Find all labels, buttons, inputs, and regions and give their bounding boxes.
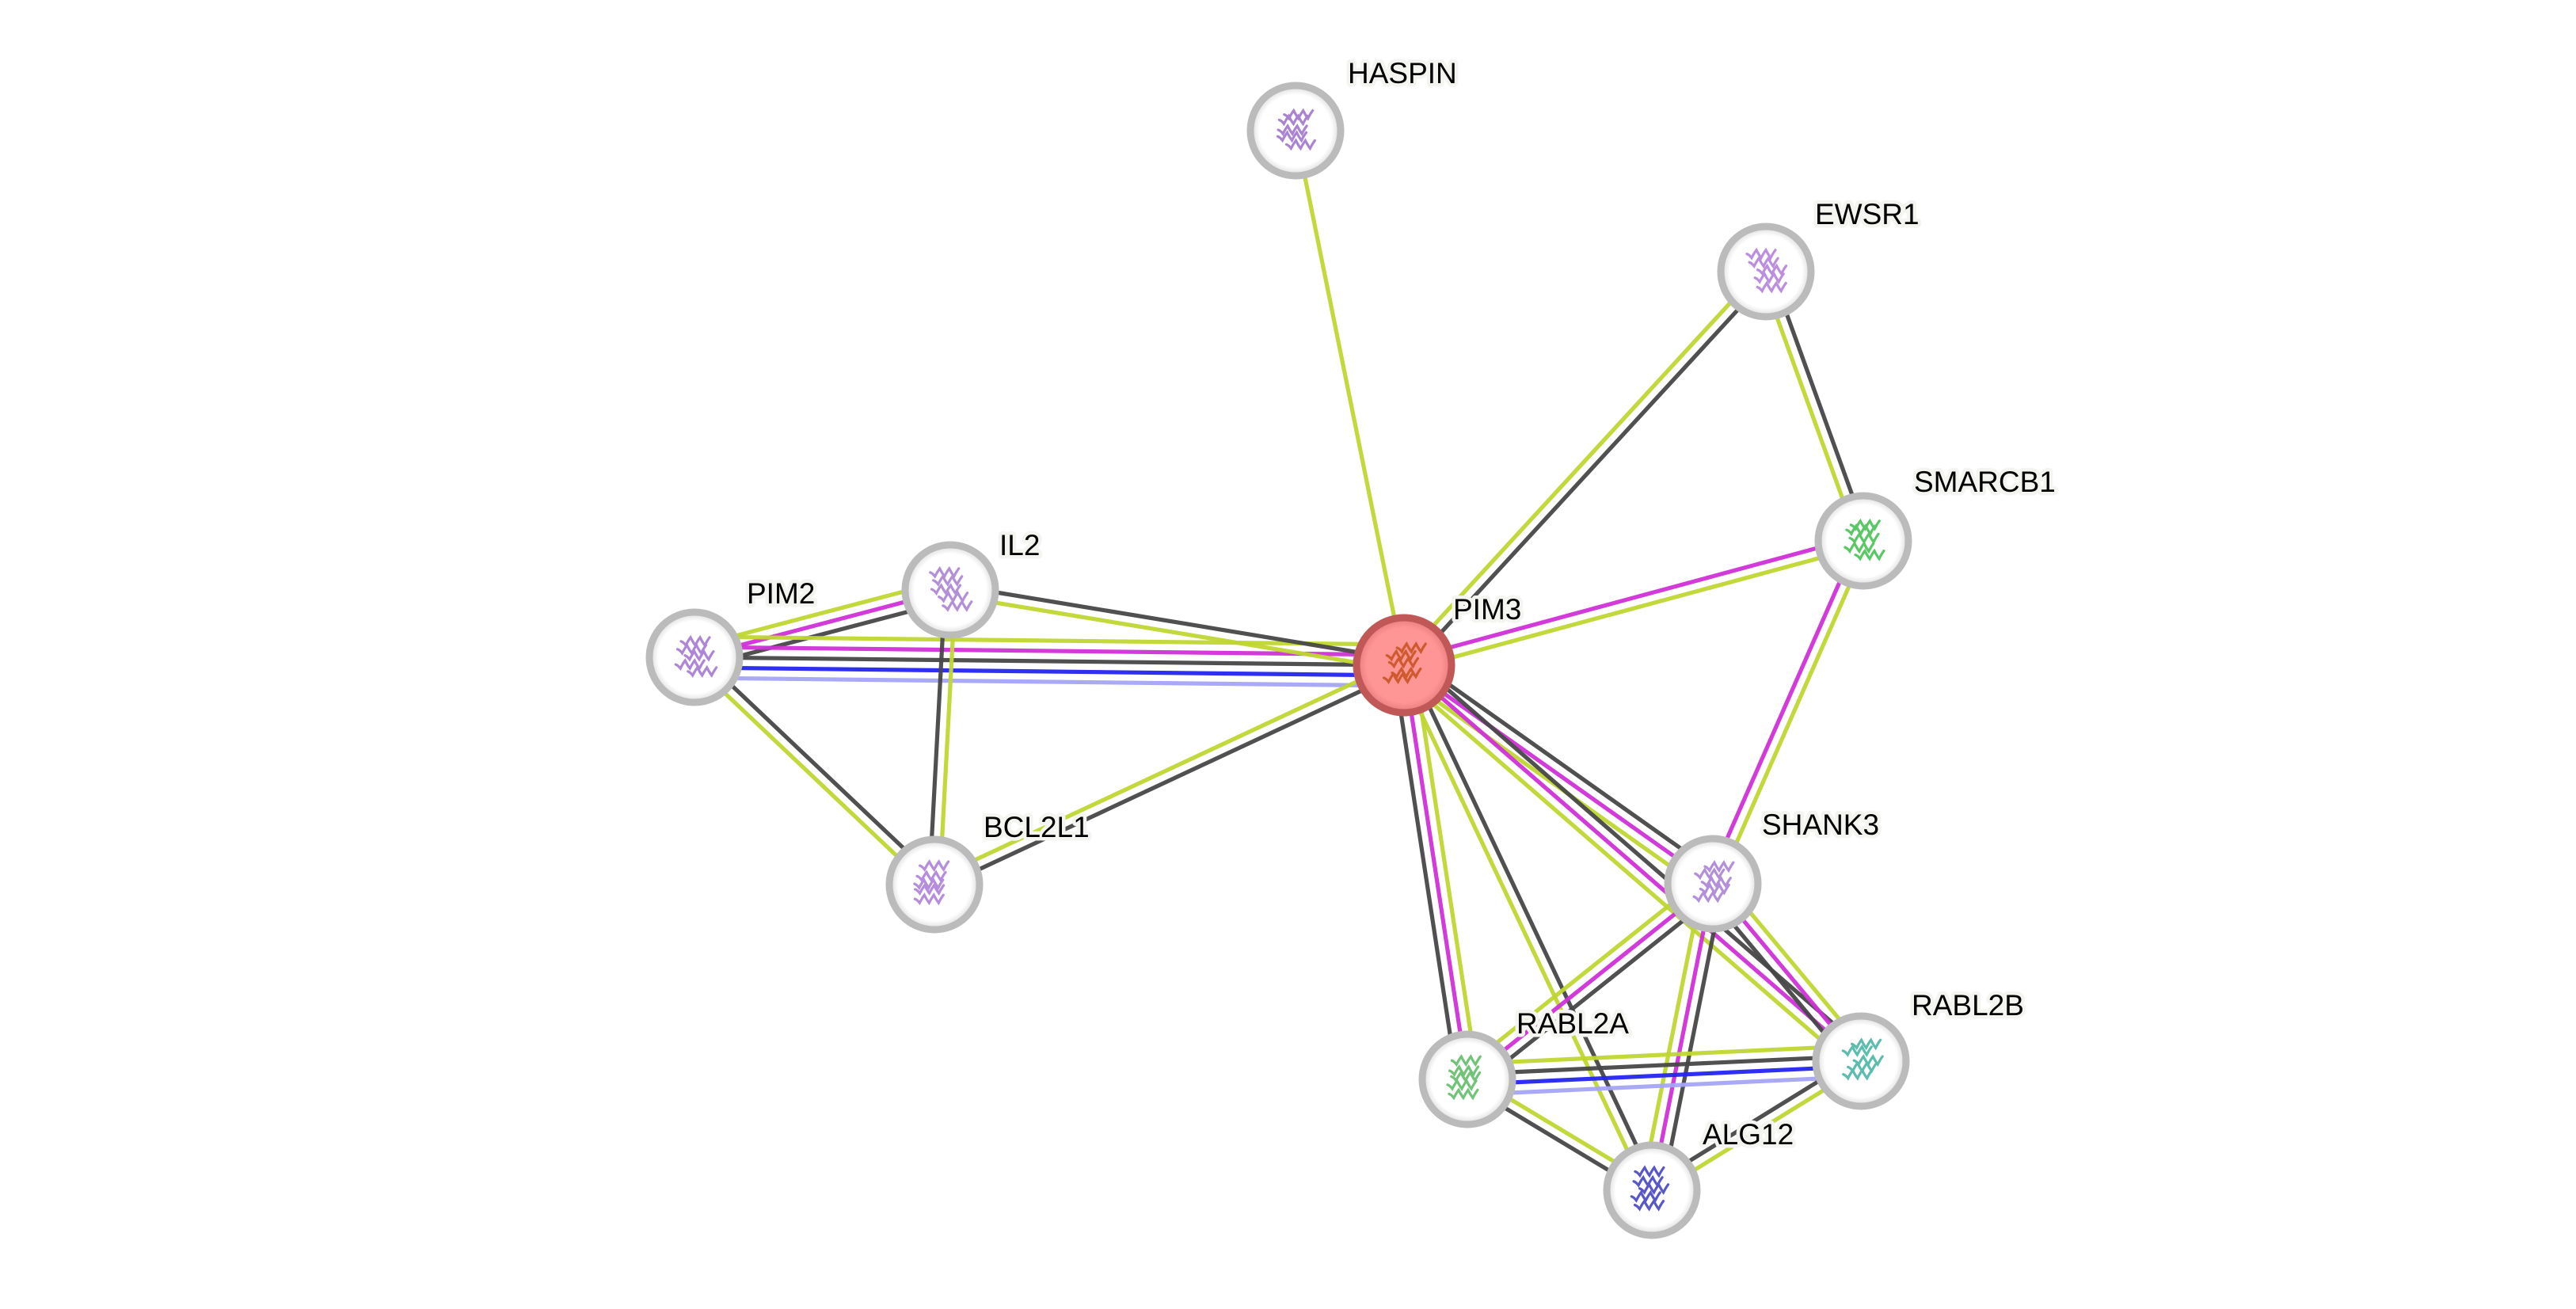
edge-pim3-rabl2a[interactable]	[1391, 663, 1480, 1082]
node-label: EWSR1	[1815, 198, 1920, 230]
protein-structure-icon	[1745, 247, 1788, 294]
evidence-line-experiments	[1402, 664, 1470, 1080]
evidence-line-textmining	[1412, 663, 1480, 1079]
node-label: IL2	[999, 529, 1040, 561]
protein-structure-icon	[1844, 518, 1885, 561]
node-circle[interactable]	[1717, 223, 1815, 321]
node-label: SHANK3	[1762, 809, 1879, 841]
node-circle[interactable]	[645, 608, 744, 706]
node-circle[interactable]	[1664, 835, 1762, 933]
node-circle[interactable]	[901, 541, 999, 639]
edge-il2-bcl2l1[interactable]	[927, 589, 958, 885]
evidence-line-database	[694, 665, 1404, 678]
evidence-line-textmining	[1405, 543, 1866, 672]
evidence-line-textmining	[694, 634, 1405, 647]
node-smarcb1[interactable]: SMARCB1	[1814, 462, 2059, 590]
evidence-line-textmining	[1715, 542, 1870, 887]
node-alg12[interactable]: ALG12	[1603, 1115, 1798, 1239]
evidence-line-textmining	[1398, 266, 1764, 664]
evidence-line-coexpression	[935, 668, 1407, 892]
node-pim3[interactable]: PIM3	[1353, 590, 1525, 717]
protein-structure-icon	[1382, 641, 1427, 685]
evidence-line-textmining	[1395, 671, 1856, 1071]
protein-structure-icon	[674, 634, 718, 678]
node-label: HASPIN	[1348, 57, 1457, 89]
evidence-line-experiments	[1402, 534, 1863, 663]
evidence-line-coexpression	[1409, 655, 1721, 877]
protein-structure-icon	[1692, 860, 1735, 904]
edge-bcl2l1-pim3[interactable]	[931, 658, 1407, 892]
evidence-line-textmining	[937, 590, 958, 885]
edge-pim2-bcl2l1[interactable]	[689, 652, 940, 890]
node-label: ALG12	[1703, 1118, 1794, 1151]
protein-structure-icon	[1446, 1054, 1482, 1101]
evidence-line-coexpression	[1391, 666, 1459, 1082]
evidence-line-homology	[694, 675, 1404, 688]
node-bcl2l1[interactable]: BCL2L1	[885, 808, 1093, 934]
evidence-line-coexpression	[1472, 890, 1721, 1090]
evidence-line-textmining	[1293, 130, 1406, 666]
evidence-line-experiments	[694, 645, 1405, 657]
evidence-line-coexpression	[694, 655, 1405, 668]
evidence-line-coexpression	[1406, 273, 1771, 671]
protein-structure-icon	[1276, 108, 1316, 151]
protein-structure-icon	[1841, 1037, 1884, 1081]
evidence-line-coexpression	[1660, 885, 1726, 1193]
edge-pim3-alg12[interactable]	[1397, 662, 1659, 1193]
protein-structure-icon	[929, 565, 973, 612]
node-label: PIM2	[747, 577, 815, 610]
evidence-line-coexpression	[1406, 662, 1659, 1189]
edges-layer	[689, 130, 1870, 1197]
evidence-line-experiments	[1402, 664, 1863, 1063]
evidence-line-coexpression	[1467, 1053, 1861, 1077]
evidence-line-textmining	[1639, 881, 1705, 1189]
node-ewsr1[interactable]: EWSR1	[1717, 195, 1923, 321]
evidence-line-experiments	[1466, 881, 1714, 1082]
edge-pim3-rabl2b[interactable]	[1395, 656, 1870, 1071]
evidence-line-textmining	[689, 659, 933, 890]
node-il2[interactable]: IL2	[901, 526, 1044, 639]
node-rabl2b[interactable]: RABL2B	[1812, 986, 2027, 1110]
evidence-line-homology	[1467, 1074, 1863, 1098]
edge-shank3-alg12[interactable]	[1639, 881, 1726, 1193]
evidence-line-coexpression	[950, 583, 1406, 663]
edge-rabl2a-rabl2b[interactable]	[1466, 1043, 1863, 1098]
evidence-line-textmining	[949, 592, 1404, 672]
evidence-line-textmining	[1459, 873, 1708, 1073]
evidence-line-database	[1467, 1064, 1862, 1087]
evidence-line-experiments	[1706, 538, 1861, 883]
edge-haspin-pim3[interactable]	[1293, 130, 1406, 666]
protein-structure-icon	[913, 859, 950, 906]
edge-pim2-pim3[interactable]	[694, 634, 1405, 688]
protein-structure-icon	[1630, 1165, 1670, 1212]
edge-smarcb1-shank3[interactable]	[1706, 538, 1870, 887]
node-label: RABL2A	[1516, 1007, 1629, 1040]
node-label: SMARCB1	[1914, 466, 2056, 498]
evidence-line-textmining	[931, 658, 1403, 882]
edge-shank3-rabl2a[interactable]	[1459, 873, 1721, 1090]
evidence-line-experiments	[1402, 663, 1714, 886]
evidence-line-coexpression	[927, 589, 948, 885]
evidence-line-coexpression	[1409, 656, 1870, 1056]
edge-ewsr1-pim3[interactable]	[1398, 266, 1771, 671]
node-label: PIM3	[1453, 593, 1521, 626]
node-label: BCL2L1	[984, 811, 1090, 843]
evidence-line-textmining	[1466, 1043, 1861, 1067]
node-label: RABL2B	[1912, 989, 2024, 1022]
evidence-line-textmining	[1397, 666, 1649, 1193]
node-pim2[interactable]: PIM2	[645, 574, 819, 706]
evidence-line-experiments	[1649, 883, 1715, 1191]
node-haspin[interactable]: HASPIN	[1246, 54, 1460, 180]
node-shank3[interactable]: SHANK3	[1664, 805, 1883, 933]
edge-smarcb1-pim3[interactable]	[1402, 534, 1866, 672]
evidence-line-coexpression	[696, 652, 940, 883]
node-rabl2a[interactable]: RABL2A	[1418, 1004, 1633, 1128]
edge-il2-pim3[interactable]	[949, 583, 1406, 672]
